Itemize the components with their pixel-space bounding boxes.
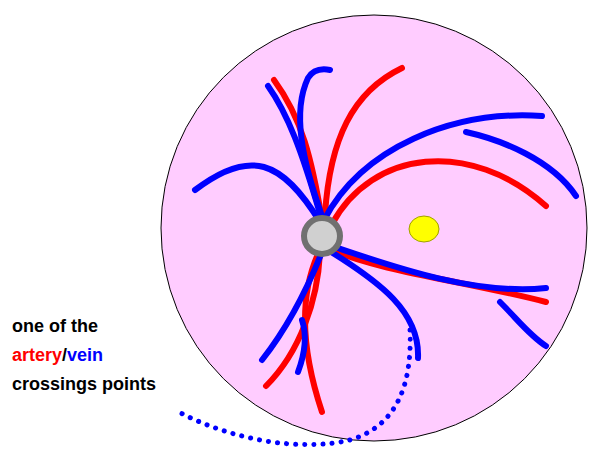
label-line: crossings points (12, 370, 156, 399)
callout-label: one of the artery/vein crossings points (12, 312, 156, 399)
optic-disc (304, 218, 340, 254)
leader-line (175, 330, 410, 445)
callout-text: one of the (12, 316, 98, 336)
label-line: one of the (12, 312, 156, 341)
arteries (266, 68, 546, 412)
macula (409, 216, 439, 242)
retina-outline (161, 15, 587, 441)
vein-word: vein (67, 345, 103, 365)
separator: / (62, 345, 67, 365)
label-line: artery/vein (12, 341, 156, 370)
callout-text: crossings points (12, 374, 156, 394)
artery-word: artery (12, 345, 62, 365)
veins (195, 69, 576, 372)
